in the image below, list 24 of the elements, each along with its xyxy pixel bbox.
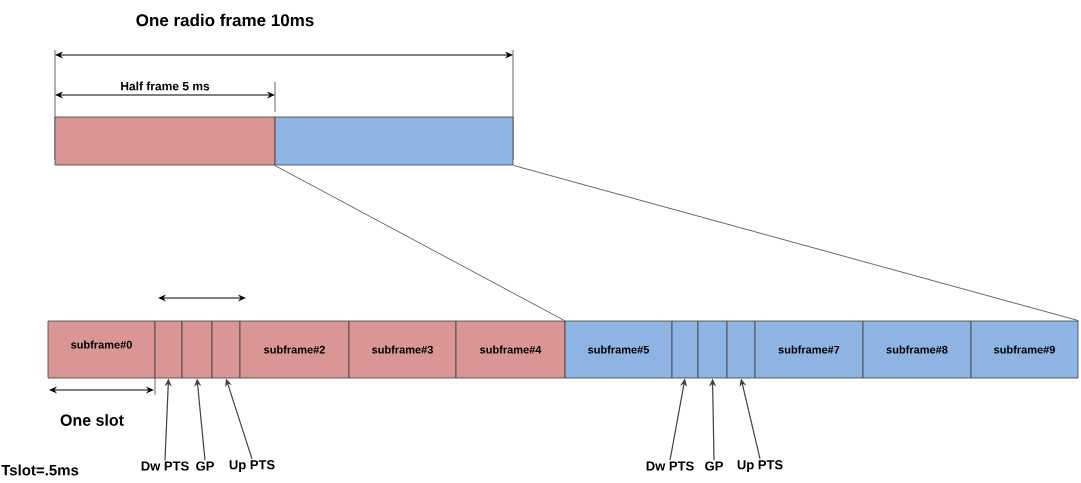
field-label: GP bbox=[196, 461, 214, 471]
field-label: Dw PTS bbox=[141, 461, 189, 471]
subframe-cell: subframe#8 bbox=[862, 320, 972, 379]
field-cell bbox=[697, 320, 728, 379]
field-cell bbox=[181, 320, 213, 379]
half-frame-bar bbox=[54, 116, 276, 166]
field-cell bbox=[726, 320, 756, 379]
field-cell bbox=[211, 320, 241, 379]
subframe-cell: subframe#3 bbox=[348, 320, 457, 379]
zoom-line bbox=[274, 165, 565, 321]
field-label: GP bbox=[705, 461, 723, 471]
field-cell bbox=[154, 320, 183, 379]
dimension-label: One radio frame 10ms bbox=[136, 13, 314, 27]
zoom-line bbox=[513, 165, 1079, 321]
field-label: Up PTS bbox=[737, 460, 783, 472]
field-label: Dw PTS bbox=[646, 461, 694, 471]
dimension-label: One slot bbox=[60, 414, 124, 426]
dimension-label: Half frame 5 ms bbox=[121, 81, 210, 91]
dimension-label: Tslot=.5ms bbox=[1, 464, 79, 476]
field-label: Up PTS bbox=[229, 460, 275, 472]
half-frame-bar bbox=[274, 116, 514, 166]
subframe-cell: subframe#9 bbox=[970, 320, 1079, 379]
field-cell bbox=[671, 320, 699, 379]
subframe-cell: subframe#4 bbox=[455, 320, 566, 379]
